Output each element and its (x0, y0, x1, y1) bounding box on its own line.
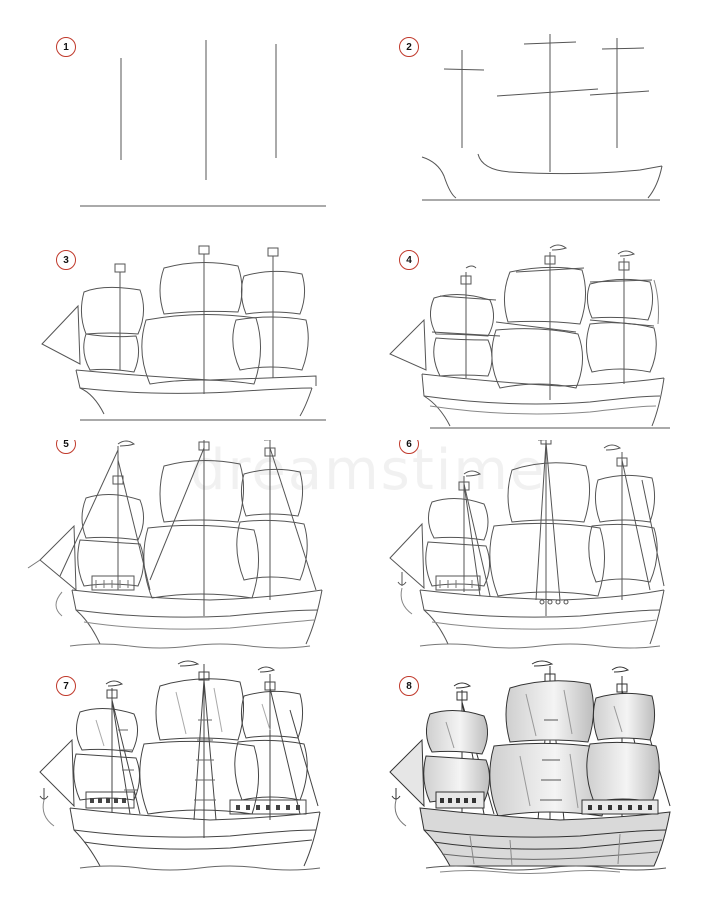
step-8-panel: 8 (360, 660, 720, 880)
step-5-drawing (27, 440, 323, 649)
step-number-badge: 7 (56, 676, 76, 696)
step-number-badge: 5 (56, 440, 76, 454)
step-3-panel: 3 (0, 220, 360, 440)
step-5-panel: 5 (0, 440, 360, 660)
step-number-badge: 1 (56, 37, 76, 57)
step-2-drawing (421, 34, 663, 201)
step-2-panel: 2 (360, 0, 720, 220)
step-number-badge: 4 (399, 250, 419, 270)
step-4-drawing (389, 244, 670, 429)
step-number-badge: 6 (399, 440, 419, 454)
step-8-drawing (389, 660, 671, 874)
step-4-panel: 4 (360, 220, 720, 440)
step-1-panel: 1 (0, 0, 360, 220)
step-3-drawing (41, 245, 326, 421)
step-1-drawing (80, 40, 326, 207)
step-6-drawing (389, 440, 665, 649)
step-7-drawing (39, 660, 321, 871)
step-number-badge: 3 (56, 250, 76, 270)
step-number-badge: 2 (399, 37, 419, 57)
step-6-panel: 6 (360, 440, 720, 660)
step-number-badge: 8 (399, 676, 419, 696)
step-7-panel: 7 (0, 660, 360, 880)
